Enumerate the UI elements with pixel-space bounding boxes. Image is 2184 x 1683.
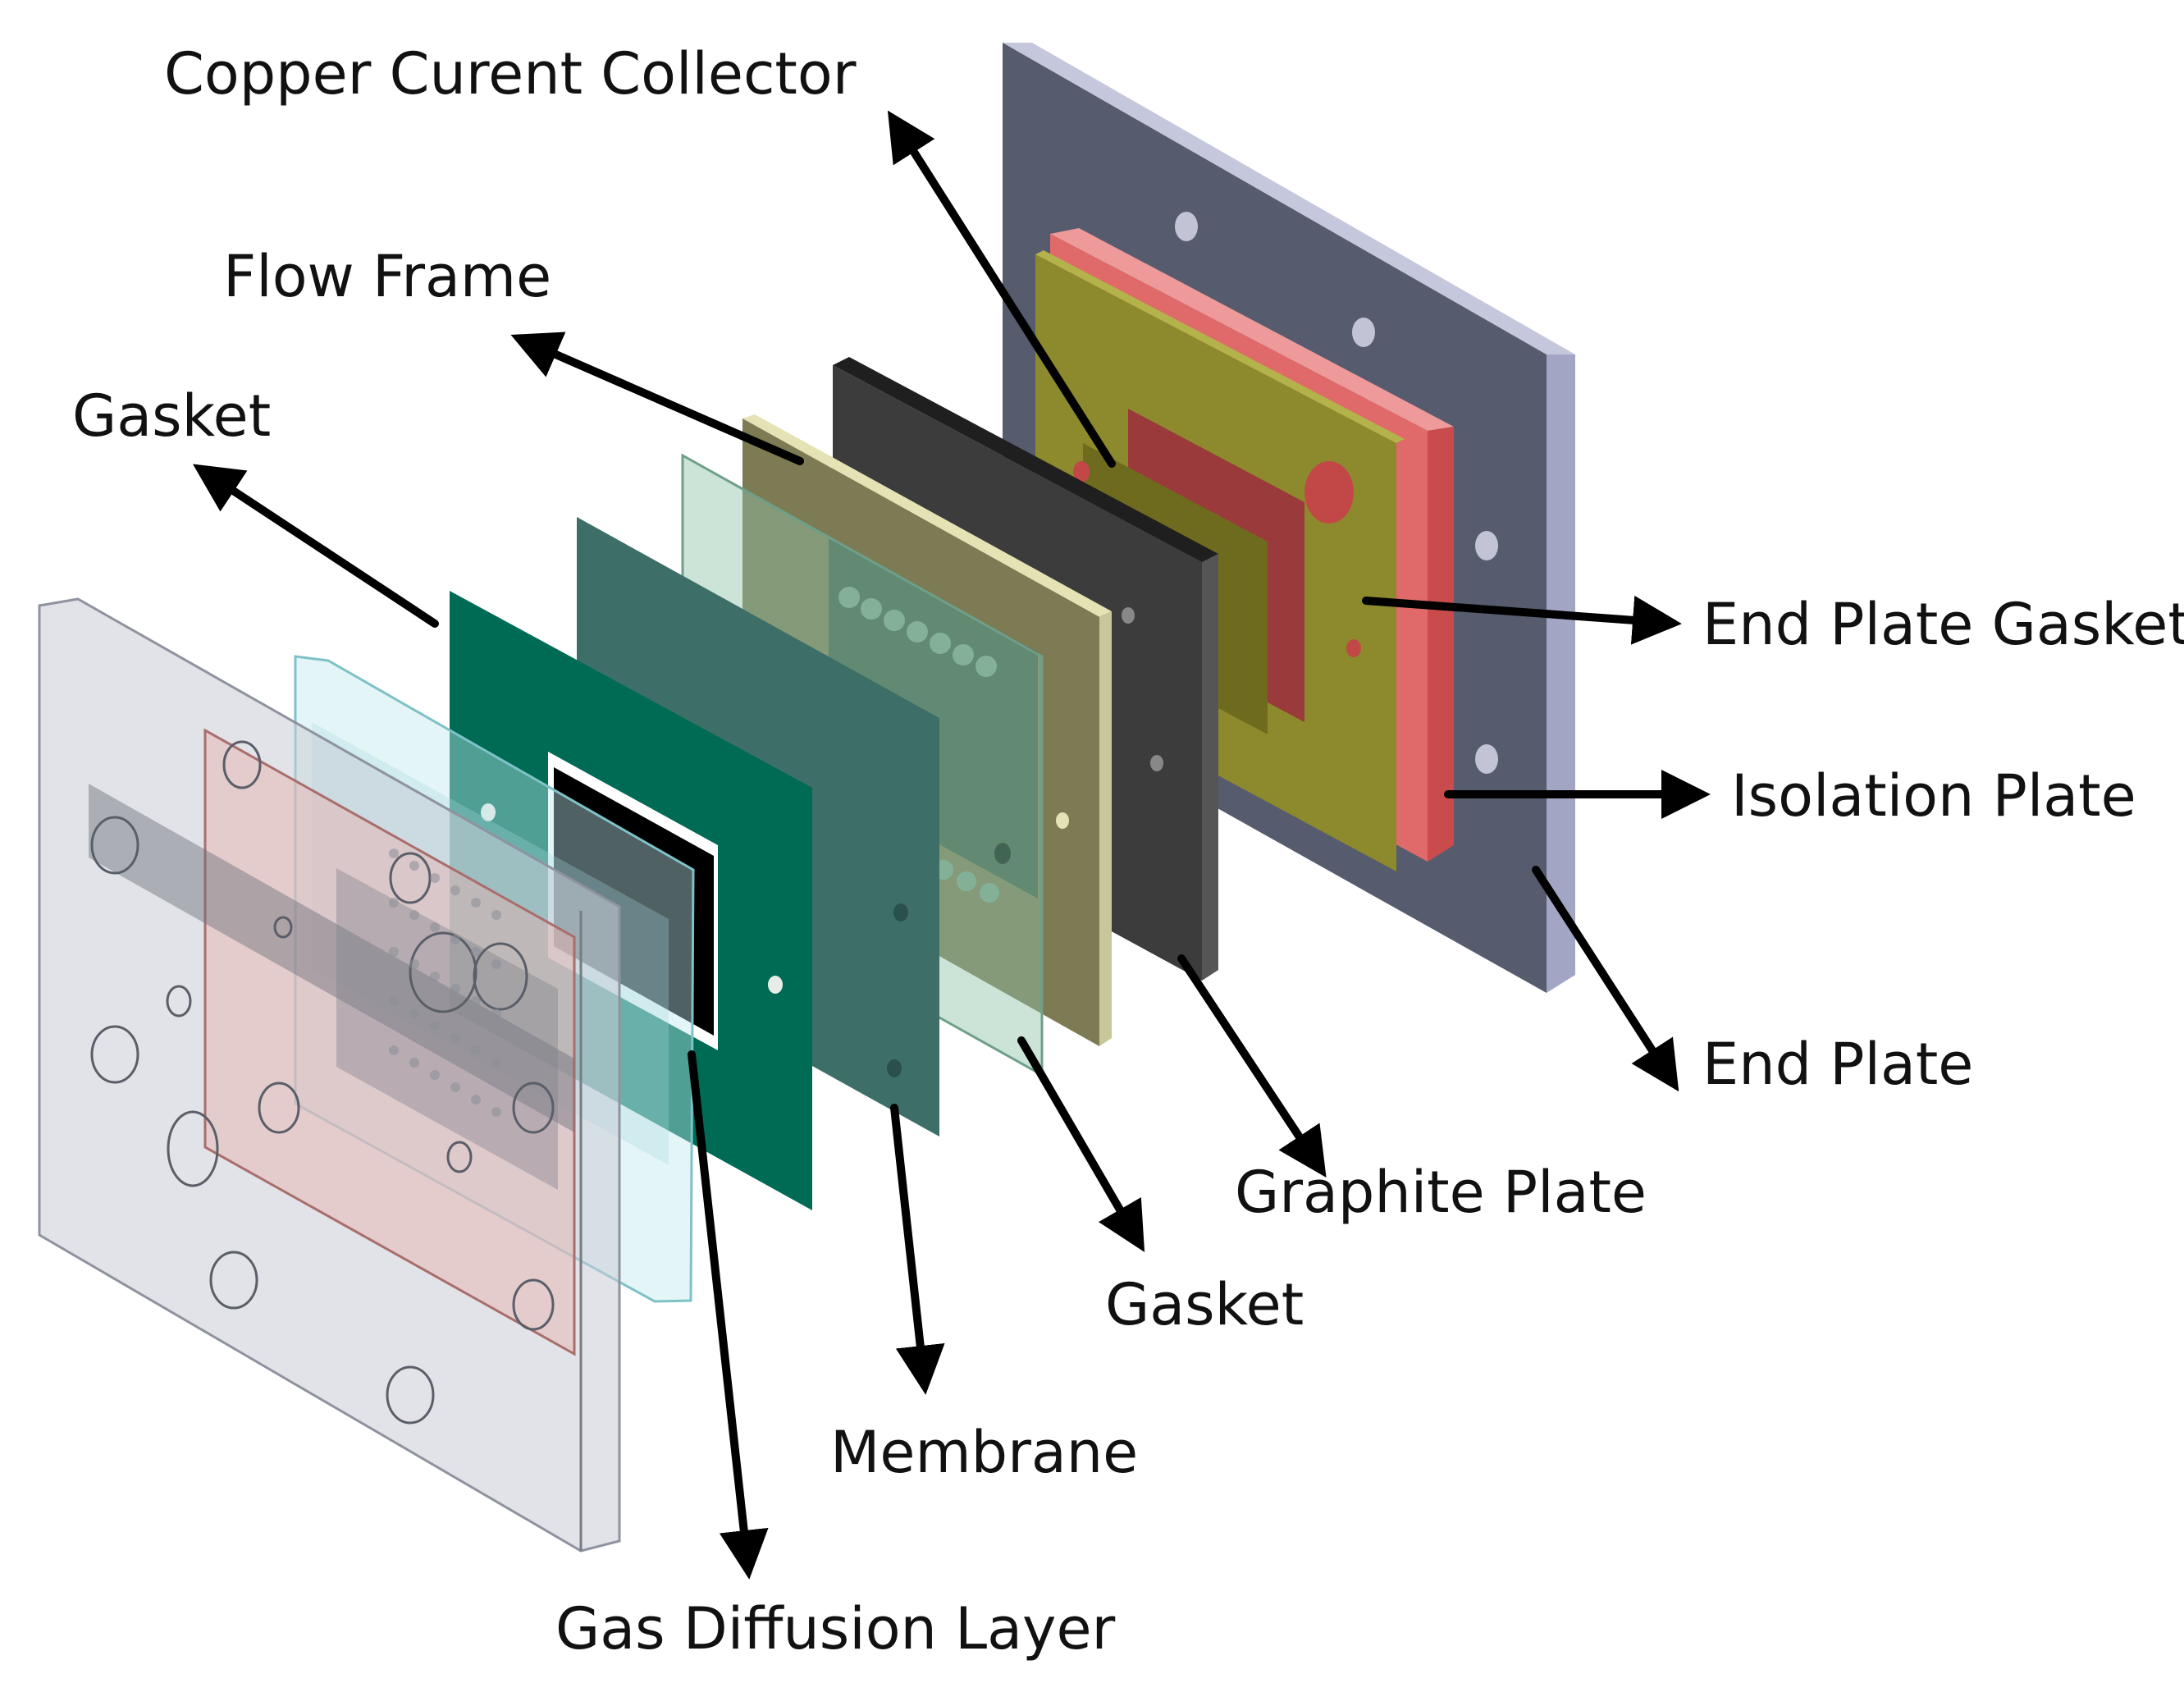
arrow-gasket-top (192, 464, 439, 628)
front-end-plate (38, 597, 621, 1553)
arrow-gas-diffusion-layer (688, 1050, 769, 1580)
arrow-gasket-bottom (1017, 1036, 1145, 1252)
label-gasket-top: Gasket (72, 382, 272, 450)
arrow-copper-collector (887, 110, 1116, 468)
label-end-plate-gasket: End Plate Gasket (1702, 591, 2184, 658)
label-gas-diffusion-layer: Gas Diffusion Layer (555, 1595, 1116, 1662)
label-end-plate: End Plate (1702, 1031, 1974, 1098)
label-isolation-plate: Isolation Plate (1731, 762, 2136, 830)
arrow-end-plate-gasket (1362, 595, 1682, 645)
arrow-membrane (890, 1104, 945, 1395)
label-graphite-plate: Graphite Plate (1235, 1159, 1647, 1226)
arrow-end-plate (1532, 866, 1679, 1092)
arrow-flow-frame (510, 332, 804, 465)
label-gasket-bottom: Gasket (1105, 1271, 1304, 1338)
label-flow-frame: Flow Frame (223, 243, 552, 310)
label-copper-current-collector: Copper Curent Collector (164, 40, 857, 107)
arrow-graphite-plate (1177, 954, 1327, 1178)
label-membrane: Membrane (830, 1419, 1139, 1486)
